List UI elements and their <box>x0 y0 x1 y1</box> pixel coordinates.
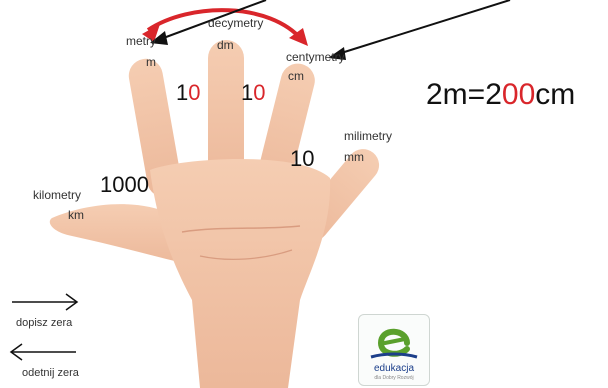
factor-digit: 1 <box>241 80 254 105</box>
unit-name-kilometry: kilometry <box>33 188 82 202</box>
unit-symbol-m: m <box>146 55 156 69</box>
equation-after: cm <box>535 78 576 111</box>
unit-symbol-cm: cm <box>288 69 304 83</box>
palm <box>150 159 331 388</box>
factor-zero: 0 <box>188 80 201 105</box>
legend-add-zeros: dopisz zera <box>16 317 73 329</box>
legend-remove-zeros: odetnij zera <box>22 367 79 379</box>
factor-km-m: 1000 <box>100 172 149 197</box>
red-arrowhead-icon <box>289 28 308 46</box>
edukacja-logo: edukacja dla Dobry Rozwój <box>358 314 430 386</box>
unit-name-milimetry: milimetry <box>344 129 392 143</box>
unit-symbol-dm: dm <box>217 38 234 52</box>
finger-pinky <box>128 58 182 198</box>
factor-dm-cm: 10 <box>241 82 266 104</box>
finger-ring <box>208 40 244 190</box>
unit-name-decymetry: decymetry <box>208 16 264 30</box>
unit-symbol-mm: mm <box>344 150 364 164</box>
pointer-arrow <box>337 0 511 55</box>
red-arrowhead-icon <box>142 24 160 42</box>
palm-crease <box>181 225 301 233</box>
unit-name-metry: metry <box>126 34 156 48</box>
palm-crease <box>199 249 293 260</box>
curved-arrow <box>146 8 304 42</box>
black-arrowhead-icon <box>150 31 168 45</box>
factor-cm-mm: 10 <box>290 146 315 171</box>
unit-symbol-km: km <box>68 208 84 222</box>
left-arrowhead-icon <box>9 343 23 361</box>
factor-digit: 1 <box>176 80 189 105</box>
logo-tagline: dla Dobry Rozwój <box>374 375 414 381</box>
pointer-arrow <box>157 0 267 41</box>
unit-name-centymetry: centymetry <box>286 50 345 64</box>
example-equation: 2m=200cm <box>426 80 575 110</box>
finger-thumb <box>49 204 197 266</box>
factor-m-dm: 10 <box>176 82 201 104</box>
black-arrowhead-icon <box>328 47 346 60</box>
equation-zeros: 00 <box>501 78 536 111</box>
factor-zero: 0 <box>253 80 266 105</box>
logo-name: edukacja <box>373 363 415 374</box>
equation-before: 2m=2 <box>426 78 502 111</box>
right-arrowhead-icon <box>65 293 79 311</box>
edukacja-e-icon <box>370 328 418 359</box>
